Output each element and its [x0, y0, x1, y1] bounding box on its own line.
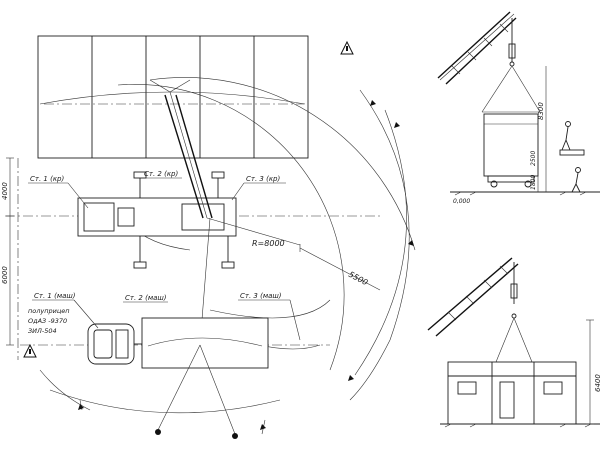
elevation-install-block: 6400 [427, 257, 602, 428]
radius-label: R=8000 [252, 239, 285, 248]
dim-5500: 5500 [347, 270, 369, 288]
elevation-lift-block: 0,000 8300 2500 1800 [437, 11, 600, 205]
st2-kr-label: Ст. 2 (кр) [144, 170, 178, 178]
anchor-point-icon [155, 429, 161, 435]
trailer-plan-lower [87, 317, 269, 369]
dim-2500: 2500 [530, 151, 537, 166]
st1-mash-label: Ст. 1 (маш) [34, 292, 76, 300]
st2-mash-label: Ст. 2 (маш) [125, 294, 167, 302]
st3-kr-label: Ст. 3 (кр) [246, 175, 280, 183]
plan-view: 4000 6000 R=8000 5500 [1, 35, 416, 439]
warning-sign-lower-icon [23, 343, 37, 358]
dim-1800: 1800 [530, 175, 537, 190]
crane-plan-upper [77, 171, 237, 269]
trailer-line-3: ЗИЛ-504 [28, 327, 57, 335]
trailer-line-2: ОдАЗ -9370 [28, 317, 67, 325]
anchor-point-icon [232, 433, 238, 439]
warning-sign-icon [340, 40, 354, 55]
st1-kr-label: Ст. 1 (кр) [30, 175, 64, 183]
dim-8300: 8300 [537, 102, 545, 120]
trailer-line-1: полуприцеп [28, 307, 70, 315]
level-label: 0,000 [453, 198, 470, 205]
dim-6000: 6000 [1, 266, 9, 284]
st3-mash-label: Ст. 3 (маш) [240, 292, 282, 300]
dim-4000: 4000 [1, 182, 9, 200]
installed-blocks [37, 35, 309, 159]
dim-6400: 6400 [594, 374, 602, 392]
